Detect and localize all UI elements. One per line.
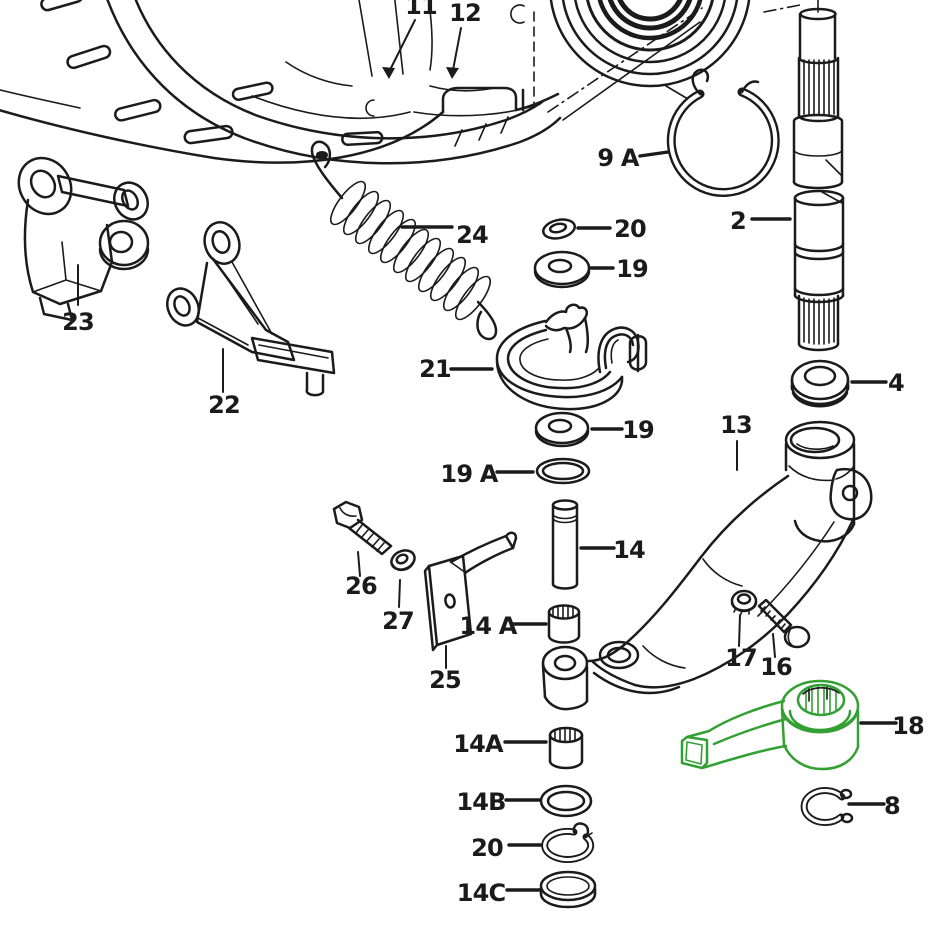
part-20-snap-ring-lower — [541, 822, 595, 863]
callout-label-20-upper: 20 — [614, 215, 646, 243]
callout-label-24: 24 — [456, 221, 488, 249]
callout-label-27: 27 — [382, 607, 414, 635]
callout-leader-12 — [452, 27, 462, 71]
part-22-bracket — [166, 221, 336, 397]
callout-label-21: 21 — [419, 355, 451, 383]
callout-label-9A: 9 A — [597, 144, 639, 172]
callout-label-14A-mid: 14 A — [459, 612, 517, 640]
part-19-washer-mid — [534, 411, 590, 448]
callout-leader-17 — [738, 614, 741, 647]
part-23-bracket — [17, 156, 150, 322]
flange-hole — [316, 151, 328, 159]
axis-lines — [533, 0, 819, 121]
callout-label-14: 14 — [613, 536, 645, 564]
release-bearing-rings — [549, 0, 751, 88]
part-14b-oring — [539, 784, 593, 818]
bell-housing-drawing — [0, 0, 562, 165]
callout-label-11: 11 — [405, 0, 437, 20]
part-14a-bushing-mid — [547, 604, 581, 644]
callout-label-20-lower: 20 — [471, 834, 503, 862]
part-18-lever-highlighted — [680, 679, 860, 771]
part-14c-cup — [539, 870, 597, 909]
part-2-shaft — [792, 7, 845, 352]
callout-label-26: 26 — [345, 572, 377, 600]
part-24-spring — [310, 140, 498, 341]
callout-leader-16 — [772, 633, 776, 658]
callout-label-13: 13 — [720, 411, 752, 439]
callout-label-22: 22 — [208, 391, 240, 419]
callout-label-19A: 19 A — [440, 460, 498, 488]
callout-label-12: 12 — [449, 0, 481, 27]
callout-label-8: 8 — [884, 792, 900, 820]
mounting-studs — [40, 0, 384, 146]
callout-label-25: 25 — [429, 666, 461, 694]
part-8-snap-ring — [800, 787, 854, 827]
callout-arrowhead-11 — [382, 67, 395, 79]
part-20-ring-upper — [541, 218, 577, 240]
callout-label-18: 18 — [892, 712, 924, 740]
callout-label-14C: 14C — [457, 879, 506, 907]
callout-label-14A-lower: 14A — [453, 730, 504, 758]
callout-label-23: 23 — [62, 308, 94, 336]
part-9a-snap-ring — [666, 68, 780, 197]
part-14a-bushing-lower — [548, 726, 584, 770]
callout-label-4: 4 — [888, 369, 904, 397]
callout-label-14B: 14B — [456, 788, 505, 816]
callout-label-19-upper: 19 — [616, 255, 648, 283]
callout-arrowhead-12 — [446, 67, 459, 79]
callout-leader-9A — [638, 150, 670, 158]
part-13-release-arm — [541, 420, 873, 711]
part-25-bracket-plate — [423, 531, 518, 652]
callout-label-19-mid: 19 — [622, 416, 654, 444]
part-16-bolt — [757, 598, 811, 649]
callout-label-16: 16 — [760, 653, 792, 681]
callout-label-17: 17 — [725, 644, 757, 672]
part-21-clamp-ring — [495, 303, 648, 411]
callout-leader-11 — [389, 19, 416, 71]
callout-label-2: 2 — [730, 207, 746, 235]
part-17-nut — [730, 589, 758, 615]
callout-leader-27 — [398, 579, 401, 608]
part-26-bolt — [332, 500, 393, 556]
part-14-pin — [551, 499, 579, 590]
part-4-seal — [790, 359, 850, 408]
part-27-washer — [390, 549, 416, 572]
part-19a-oring — [535, 457, 591, 485]
callout-leader-26 — [357, 551, 361, 577]
part-19-washer-upper — [533, 250, 591, 289]
